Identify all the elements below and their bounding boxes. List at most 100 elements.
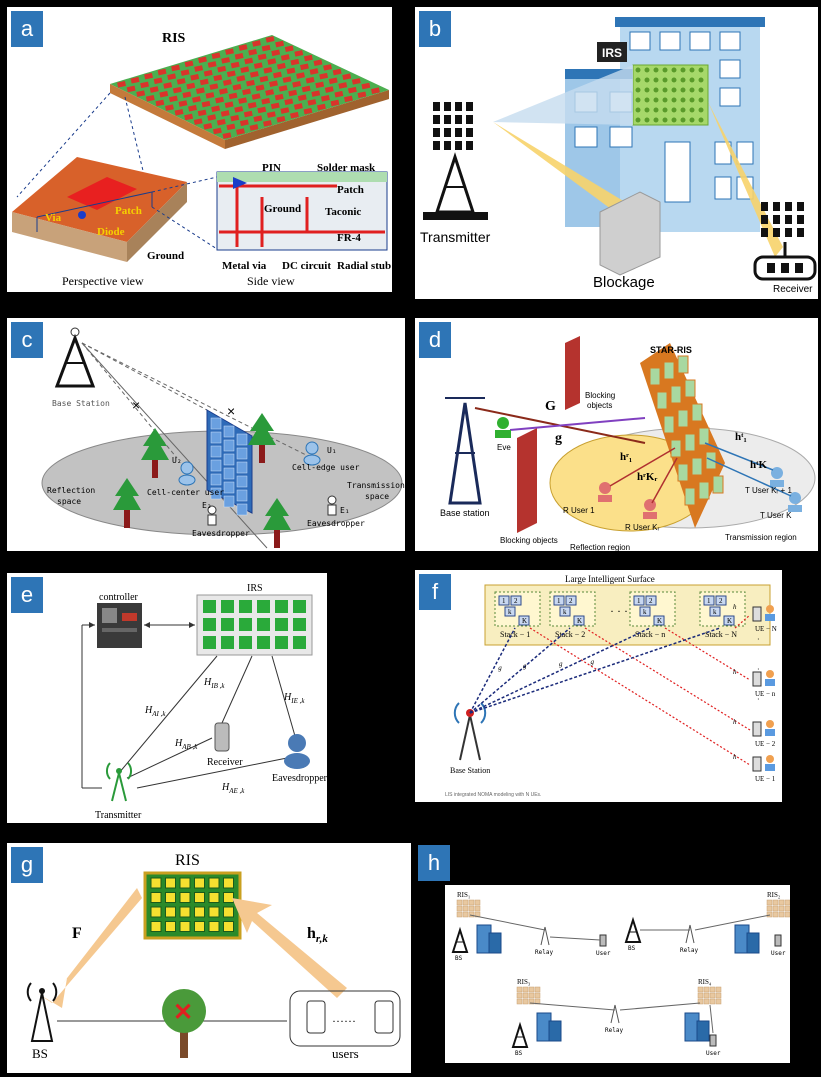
receiver-phone bbox=[214, 722, 230, 752]
irs-panel bbox=[196, 594, 313, 656]
eavesdropper-icon bbox=[284, 734, 310, 769]
bs-stack-link-1 bbox=[469, 627, 516, 714]
svg-text:·: · bbox=[757, 635, 760, 644]
controller-label: controller bbox=[99, 592, 139, 603]
h-user-3: User bbox=[706, 1034, 721, 1057]
ue-phone-2 bbox=[752, 671, 762, 687]
bs-stack-link-4 bbox=[469, 627, 721, 714]
stack-label-2: Stack − 2 bbox=[555, 630, 585, 639]
svg-text:User: User bbox=[771, 950, 786, 957]
reflection-label: Reflection bbox=[47, 486, 95, 495]
G-label: G bbox=[545, 399, 556, 414]
svg-text:RIS₁: RIS₁ bbox=[457, 891, 470, 899]
svg-text:RIS₄: RIS₄ bbox=[698, 978, 712, 986]
stack-cell-cell2: 2 bbox=[649, 597, 653, 605]
link-ae bbox=[136, 757, 288, 789]
receiver-label: Receiver bbox=[773, 284, 813, 295]
users-box bbox=[289, 990, 401, 1047]
h-ris-4: RIS₄ bbox=[697, 978, 722, 1005]
h-bs-1: BS bbox=[451, 926, 469, 962]
cell-edge-label: Cell-edge user bbox=[292, 463, 360, 472]
transmitter-tower bbox=[423, 102, 488, 220]
eavesdropper-e2 bbox=[207, 505, 217, 526]
svg-text:Relay: Relay bbox=[605, 1027, 623, 1034]
h-bs-3: BS bbox=[511, 1021, 529, 1057]
t-user-1 bbox=[770, 467, 784, 487]
svg-text:Relay: Relay bbox=[680, 947, 698, 954]
user-phone-2 bbox=[374, 1000, 394, 1034]
link-ie bbox=[271, 655, 298, 744]
ue-label-3: UE − 2 bbox=[755, 740, 776, 748]
stack-label-4: Stack − N bbox=[705, 630, 737, 639]
user-phone-1 bbox=[306, 1000, 326, 1034]
h-ris-1: RIS₁ bbox=[456, 891, 481, 918]
ue-person-4 bbox=[766, 755, 774, 763]
stack-cell-cellk: k bbox=[643, 608, 647, 616]
svg-text:User: User bbox=[596, 950, 611, 957]
panel-tag-h: h bbox=[418, 845, 450, 881]
r-user-k-label: R User Kᵣ bbox=[625, 523, 659, 532]
h-building-3 bbox=[536, 1012, 562, 1042]
h-ris-2: RIS₂ bbox=[766, 891, 790, 918]
svg-text:h: h bbox=[733, 603, 737, 611]
svg-text:User: User bbox=[706, 1050, 721, 1057]
panel-tag-e: e bbox=[11, 577, 43, 613]
beam-to-irs bbox=[493, 65, 633, 125]
arrow-F bbox=[37, 888, 142, 1008]
bs-tower bbox=[26, 982, 58, 1042]
e1-label: E₁ bbox=[340, 506, 350, 515]
eavesdropper-label-2: Eavesdropper bbox=[307, 519, 365, 528]
u1-label: U₁ bbox=[327, 446, 337, 455]
base-station-tower bbox=[54, 327, 96, 388]
panel-tag-g: g bbox=[11, 847, 43, 883]
user-u1 bbox=[303, 441, 321, 466]
transmission-space-label: space bbox=[365, 492, 389, 501]
h-ai-label: HAI ,k bbox=[144, 705, 166, 718]
r-user-1-label: R User 1 bbox=[563, 506, 595, 515]
receiver-device bbox=[753, 202, 817, 281]
stack-cell-cell1: 1 bbox=[707, 597, 711, 605]
panel-e-figure: controller IRS HAI ,k HIB ,k HIE ,k HAB … bbox=[81, 583, 327, 821]
h-label: hr,k bbox=[307, 925, 328, 945]
diode-label: Diode bbox=[97, 226, 125, 238]
trees bbox=[113, 413, 291, 548]
svg-text:BS: BS bbox=[628, 945, 636, 952]
svg-text:g: g bbox=[591, 658, 595, 666]
h-relay-3: Relay bbox=[605, 1004, 623, 1034]
reflection-region-label: Reflection region bbox=[570, 543, 630, 551]
ue-phone-3 bbox=[752, 721, 762, 737]
stack-cell-cell2: 2 bbox=[514, 597, 518, 605]
transmission-region-label: Transmission region bbox=[725, 533, 797, 542]
h-relay-2: Relay bbox=[680, 924, 698, 954]
hr1-label: hʳ₁ bbox=[620, 451, 632, 463]
beam-to-wall bbox=[493, 122, 625, 212]
stack-cell-cellK: K bbox=[522, 617, 527, 625]
ris-label: RIS bbox=[175, 852, 200, 869]
panel-b-figure: IRS Transmitter Blockage Receiver bbox=[420, 17, 817, 295]
ue-person-1 bbox=[766, 605, 774, 613]
eavesdropper-e1 bbox=[327, 495, 337, 516]
ue-label-2: UE − n bbox=[755, 690, 776, 698]
svg-text:g: g bbox=[523, 662, 527, 670]
dc-circuit-label: DC circuit bbox=[282, 260, 331, 272]
fr4-label: FR-4 bbox=[337, 232, 361, 244]
F-label: F bbox=[72, 925, 82, 942]
stack-cell-cell2: 2 bbox=[569, 597, 573, 605]
blocking-label-2: Blocking objects bbox=[500, 536, 558, 545]
panel-a-figure: PIN Solder mask Patch Taconic Ground FR-… bbox=[12, 31, 391, 288]
lis-title: Large Intelligent Surface bbox=[565, 574, 655, 584]
blocking-label-1b: objects bbox=[587, 401, 612, 410]
h-bs-2: BS bbox=[624, 916, 642, 952]
stack-cell-cellK: K bbox=[657, 617, 662, 625]
svg-text:BS: BS bbox=[455, 955, 463, 962]
side-view-label: Side view bbox=[247, 274, 295, 288]
eavesdropper-label: Eavesdropper bbox=[272, 773, 327, 784]
svg-text:RIS₂: RIS₂ bbox=[767, 891, 781, 899]
panel-tag-a: a bbox=[11, 11, 43, 47]
t-user-1-label: T User Kᵣ + 1 bbox=[745, 486, 792, 495]
stack-cell-cellk: k bbox=[563, 608, 567, 616]
bs-stack-link-3 bbox=[469, 627, 651, 714]
blocked-x-2: × bbox=[227, 403, 235, 419]
